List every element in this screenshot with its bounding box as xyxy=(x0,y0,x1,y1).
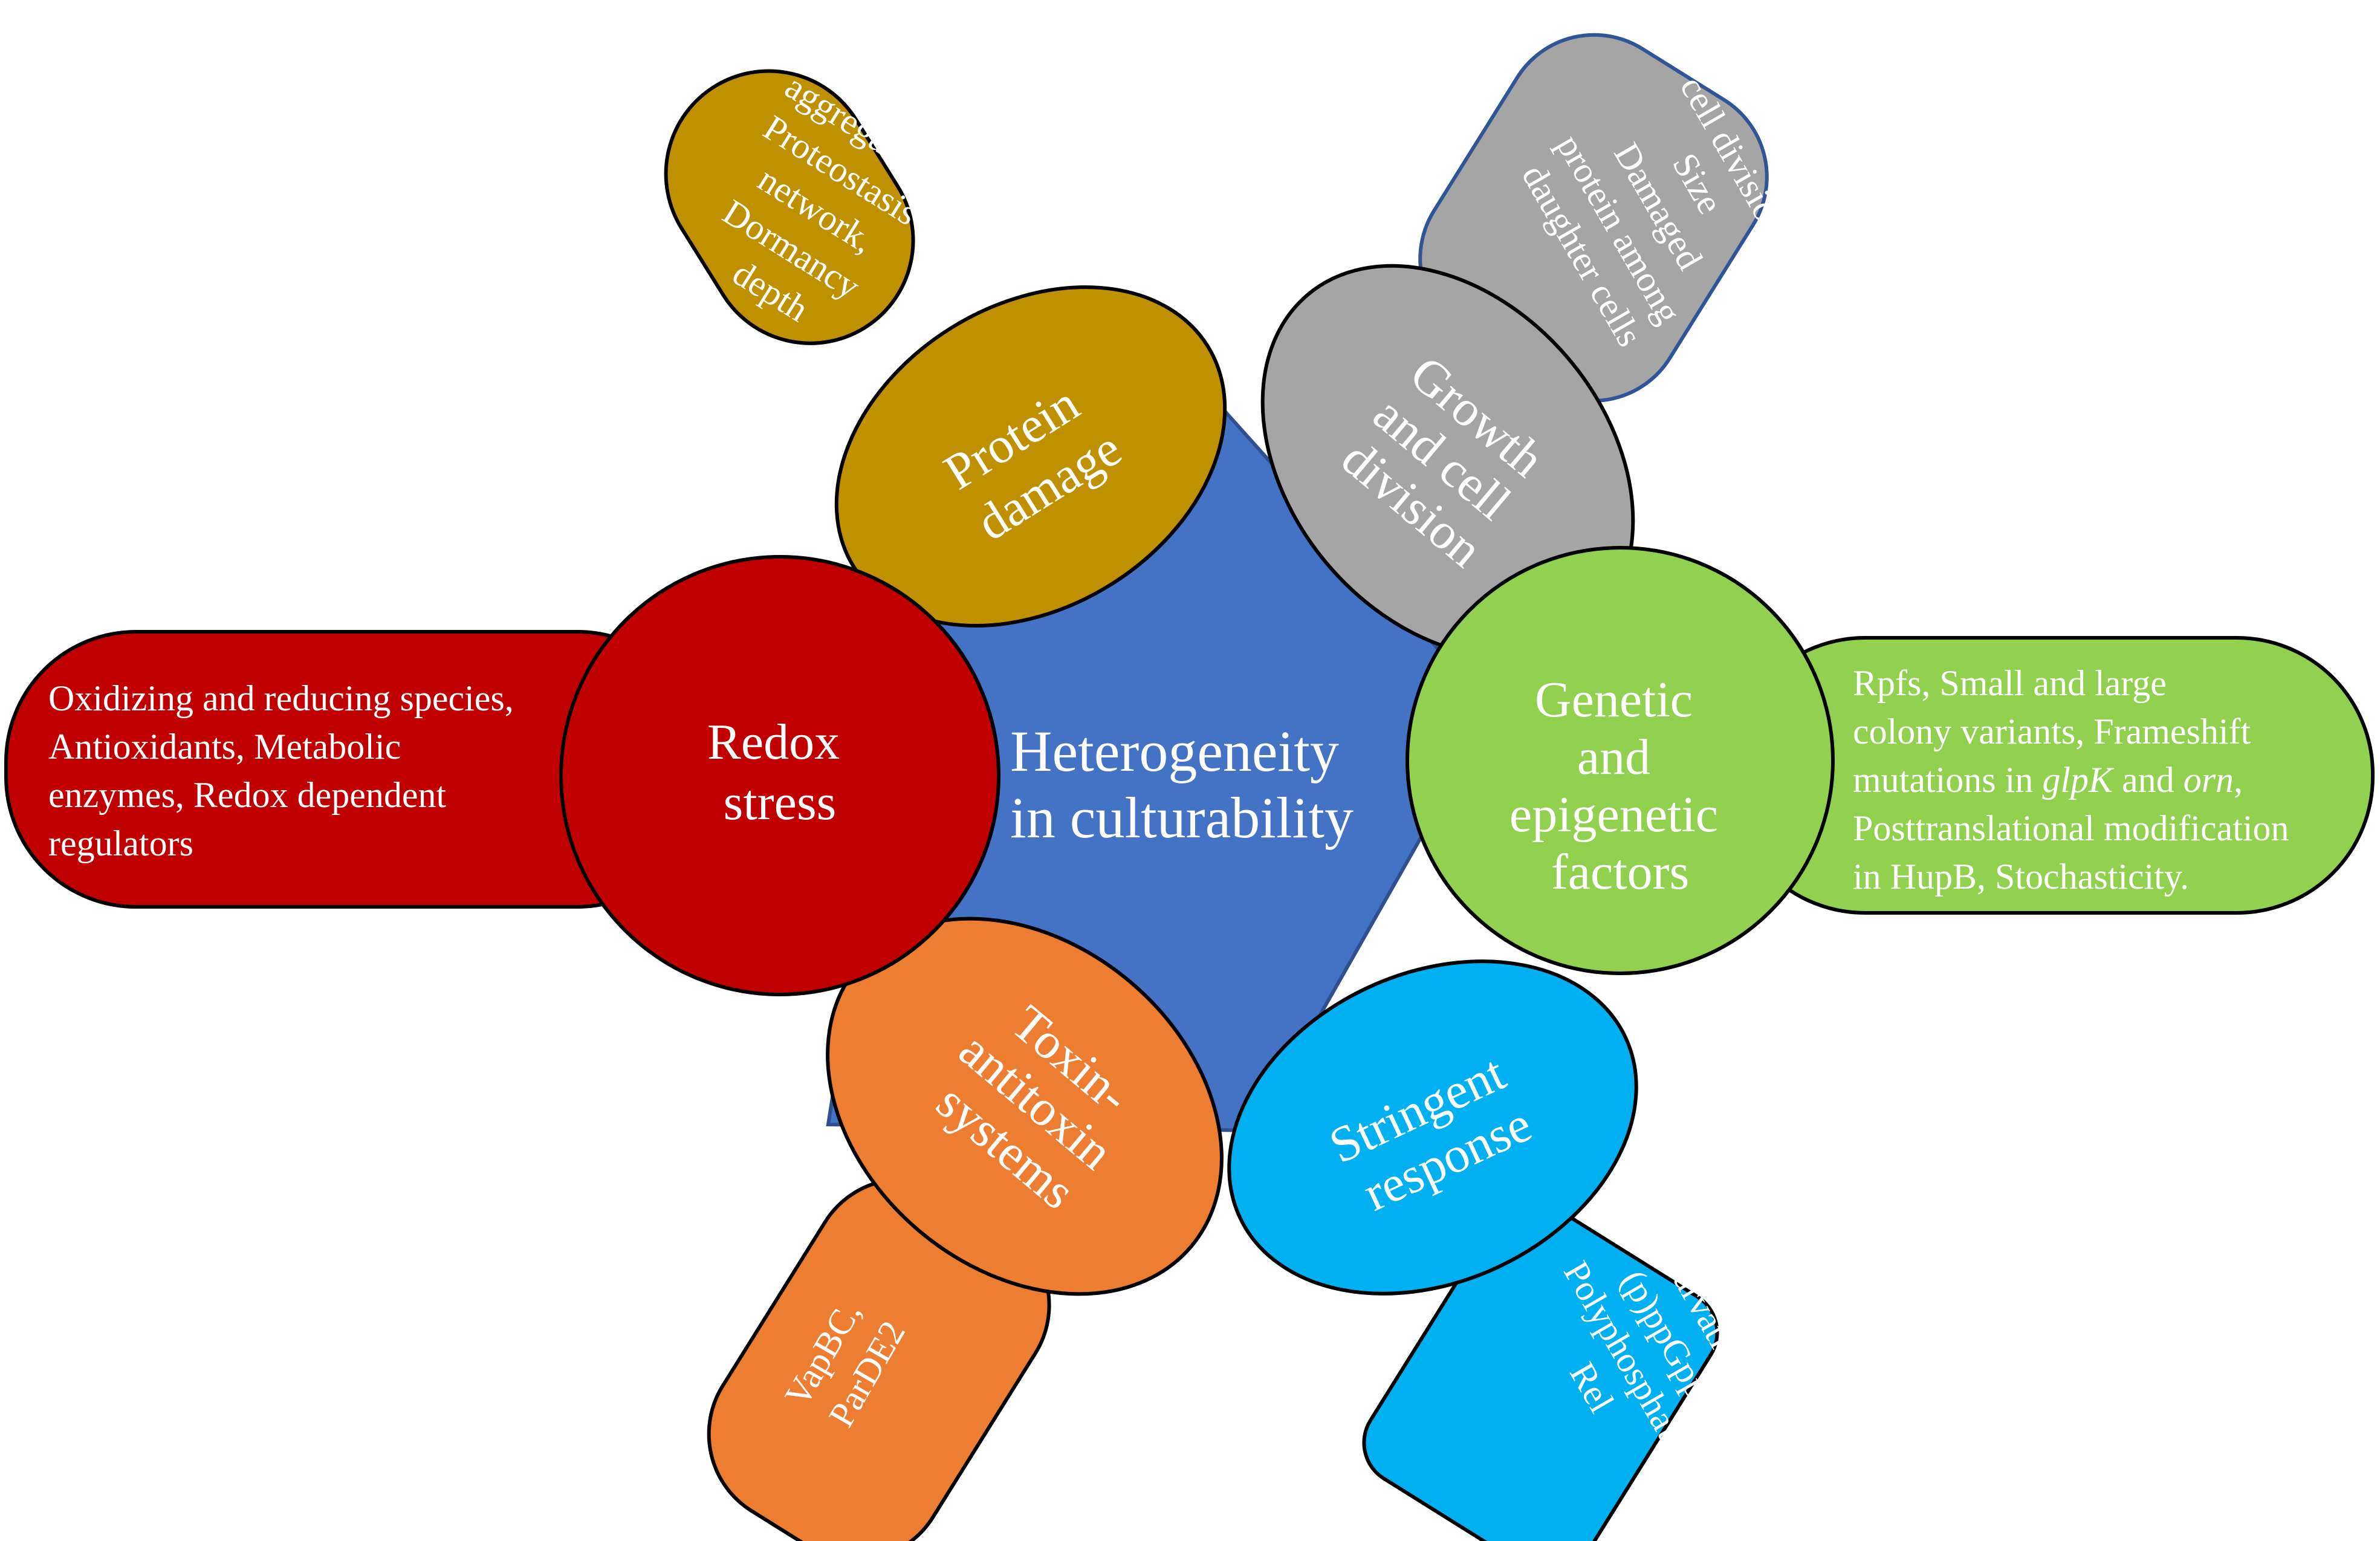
genetic-detail-text: Rpfs, Small and large colony variants, F… xyxy=(1853,663,2298,897)
protein-damage-ellipse xyxy=(834,285,1227,628)
genetic-label: Genetic and epigenetic factors xyxy=(1509,672,1731,900)
stringent-ellipse xyxy=(1227,959,1638,1296)
center-label: Heterogeneity in culturability xyxy=(1010,719,1354,850)
factor-toxin-antitoxin: VapBC, ParDE2 Toxin- antitoxin systems xyxy=(707,916,1224,1541)
protein-damage-detail-box xyxy=(664,69,915,345)
factor-redox-stress: Oxidizing and reducing species, Antioxid… xyxy=(4,555,1000,996)
redox-detail-text: Oxidizing and reducing species, Antioxid… xyxy=(48,678,523,863)
genetic-circle xyxy=(1406,546,1835,975)
factor-protein-damage: Protein aggregation, Proteostasis networ… xyxy=(664,47,1227,628)
redox-label: Redox stress xyxy=(707,714,852,831)
redox-circle xyxy=(559,555,1000,996)
center-label-line-1: Heterogeneity xyxy=(1010,719,1339,783)
center-label-line-2: in culturability xyxy=(1010,785,1354,850)
factor-genetic-epigenetic: Rpfs, Small and large colony variants, F… xyxy=(1406,546,2375,975)
stringent-detail-box xyxy=(1362,1198,1719,1541)
